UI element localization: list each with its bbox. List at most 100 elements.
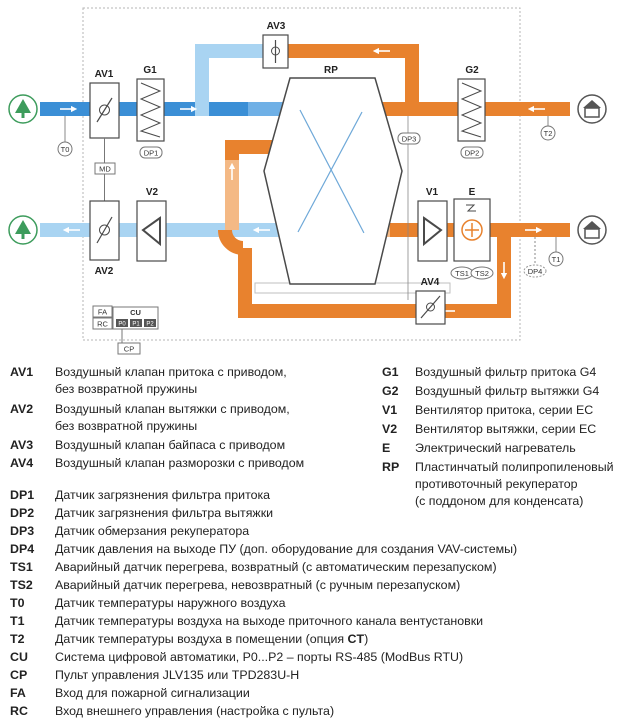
legend-code: V1 <box>382 403 398 417</box>
legend-row-ts1: TS1 Аварийный датчик перегрева, возвратн… <box>10 559 630 575</box>
legend-code: TS1 <box>10 560 33 574</box>
legend-row-ts2: TS2 Аварийный датчик перегрева, невозвра… <box>10 577 630 593</box>
recuperator-rp: RP <box>263 65 403 285</box>
legend-code: RP <box>382 460 400 474</box>
unit-housing <box>82 7 521 341</box>
rc-label: RC <box>97 320 108 329</box>
sensors-dp4-t1: DP4 T1 <box>523 237 564 278</box>
t1-label: T1 <box>552 255 561 264</box>
p2-label: P2 <box>146 322 154 328</box>
cu-label: CU <box>130 308 141 317</box>
legend-desc: Датчик обмерзания рекуператора <box>55 524 250 538</box>
legend-desc: противоточный рекуператор <box>415 477 578 491</box>
legend-code: TS2 <box>10 578 33 592</box>
heater-e: E TS1 TS2 <box>450 187 494 280</box>
legend-desc: Датчик температуры воздуха на выходе при… <box>55 614 484 628</box>
legend-row-t2: T2 Датчик температуры воздуха в помещени… <box>10 631 630 647</box>
legend-desc: Воздушный клапан вытяжки с приводом, <box>55 402 290 416</box>
legend-code: V2 <box>382 422 398 436</box>
legend-desc: Вход для пожарной сигнализации <box>55 686 250 700</box>
legend-desc-bold: CT <box>347 632 365 646</box>
legend-row-av4: AV4 Воздушный клапан разморозки с привод… <box>10 455 370 471</box>
legend-row-v1: V1 Вентилятор притока, серии EC <box>382 402 634 418</box>
filter-g1: G1 DP1 <box>136 65 165 159</box>
legend-desc: Пульт управления JLV135 или TPD283U-H <box>55 668 300 682</box>
legend-code: DP4 <box>10 542 35 556</box>
valve-av3: AV3 <box>262 21 289 69</box>
legend-desc: (с поддоном для конденсата) <box>415 494 584 508</box>
g1-label: G1 <box>143 65 157 76</box>
legend-row-fa: FA Вход для пожарной сигнализации <box>10 685 630 701</box>
ventilation-unit-diagram: RP AV1 MD AV2 G1 DP1 V2 AV3 <box>8 7 607 355</box>
legend-row-dp1: DP1 Датчик загрязнения фильтра притока <box>10 487 630 503</box>
legend-code: E <box>382 441 391 455</box>
v1-label: V1 <box>426 187 439 198</box>
legend-desc: Датчик температуры наружного воздуха <box>55 596 286 610</box>
av3-label: AV3 <box>267 21 286 32</box>
legend-desc: Воздушный клапан притока с приводом, <box>55 365 287 379</box>
legend-code: FA <box>10 686 26 700</box>
sensor-t0: T0 <box>57 116 73 157</box>
valve-av2: AV2 <box>89 200 120 277</box>
sensor-dp3: DP3 <box>397 116 421 300</box>
md-box: MD <box>94 138 116 201</box>
legend-row-av2: AV2 Воздушный клапан вытяжки с приводом, <box>10 401 370 417</box>
fa-label: FA <box>98 308 107 317</box>
legend-desc: Воздушный фильтр притока G4 <box>415 365 597 379</box>
legend-desc: Вентилятор вытяжки, серии EC <box>415 422 597 436</box>
room-house-icon <box>577 215 607 245</box>
legend-code: DP2 <box>10 506 35 520</box>
legend-row-av1: AV1 Воздушный клапан притока с приводом, <box>10 364 370 380</box>
dp4-label: DP4 <box>528 267 543 276</box>
e-label: E <box>469 187 476 198</box>
legend-row-t1: T1 Датчик температуры воздуха на выходе … <box>10 613 630 629</box>
filter-g2: G2 DP2 <box>457 65 486 159</box>
g2-label: G2 <box>465 65 479 76</box>
legend-code: AV2 <box>10 402 34 416</box>
legend-desc-text: Датчик температуры воздуха в помещении (… <box>55 632 348 646</box>
legend-desc: Датчик давления на выходе ПУ (доп. обору… <box>55 542 518 556</box>
legend-desc: Пластинчатый полипропиленовый <box>415 460 614 474</box>
ts1-label: TS1 <box>455 269 469 278</box>
legend-row-av1-cont: без возвратной пружины <box>10 381 370 397</box>
legend-desc: Аварийный датчик перегрева, невозвратный… <box>55 578 461 592</box>
legend-desc: Воздушный клапан разморозки с приводом <box>55 456 305 470</box>
p1-label: P1 <box>132 322 140 328</box>
control-unit-cu: FA RC CU P0 P1 P2 CP <box>92 305 159 355</box>
fan-v2: V2 <box>136 187 167 262</box>
legend-left: AV1 Воздушный клапан притока с приводом,… <box>10 364 370 474</box>
legend-code: CP <box>10 668 28 682</box>
outdoor-tree-icon <box>8 94 38 124</box>
sensor-t2: T2 <box>540 116 556 141</box>
legend-code: T2 <box>10 632 25 646</box>
legend-right: G1 Воздушный фильтр притока G4 G2 Воздуш… <box>382 364 634 514</box>
room-house-icon <box>577 94 607 124</box>
outdoor-tree-icon <box>8 215 38 245</box>
legend-desc: Воздушный клапан байпаса с приводом <box>55 438 286 452</box>
legend-code: T0 <box>10 596 25 610</box>
fan-v1: V1 <box>417 187 448 262</box>
legend-row-g2: G2 Воздушный фильтр вытяжки G4 <box>382 383 634 399</box>
md-label: MD <box>99 165 111 174</box>
legend-desc: Система цифровой автоматики, P0...P2 – п… <box>55 650 464 664</box>
legend-code: AV4 <box>10 456 34 470</box>
legend-row-av2-cont: без возвратной пружины <box>10 418 370 434</box>
p0-label: P0 <box>118 322 126 328</box>
legend-code: G1 <box>382 365 399 379</box>
rp-label: RP <box>324 65 338 76</box>
legend-desc: Датчик температуры воздуха в помещении (… <box>55 631 368 647</box>
legend-code: T1 <box>10 614 25 628</box>
legend-code: AV3 <box>10 438 34 452</box>
dp3-label: DP3 <box>402 135 417 144</box>
legend-code: DP3 <box>10 524 35 538</box>
legend-row-av3: AV3 Воздушный клапан байпаса с приводом <box>10 437 370 453</box>
av4-label: AV4 <box>421 277 440 288</box>
t0-label: T0 <box>61 145 70 154</box>
legend-row-rp-cont2: (с поддоном для конденсата) <box>382 493 634 509</box>
ts2-label: TS2 <box>475 269 489 278</box>
legend-desc: Воздушный фильтр вытяжки G4 <box>415 384 600 398</box>
legend-code: AV1 <box>10 365 34 379</box>
legend-desc: Вентилятор притока, серии EC <box>415 403 594 417</box>
t2-label: T2 <box>544 129 553 138</box>
legend-row-dp2: DP2 Датчик загрязнения фильтра вытяжки <box>10 505 630 521</box>
